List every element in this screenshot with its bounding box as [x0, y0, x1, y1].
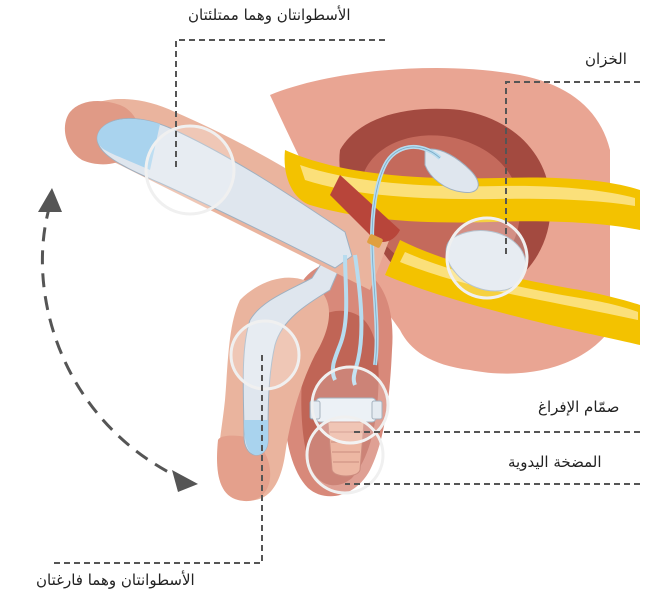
- motion-arrow: [42, 205, 180, 478]
- label-release-valve: صمّام الإفراغ: [538, 398, 619, 416]
- label-deflated-cylinders: الأسطوانتان وهما فارغتان: [36, 571, 195, 589]
- ring-pump: [307, 417, 383, 493]
- arrow-head-bottom: [172, 470, 198, 492]
- ring-inflated-cylinder: [146, 126, 234, 214]
- label-reservoir: الخزان: [585, 50, 627, 68]
- arrow-head-top: [38, 188, 62, 212]
- label-inflated-cylinders: الأسطوانتان وهما ممتلئتان: [188, 6, 351, 24]
- ring-deflated-cylinder: [231, 321, 299, 389]
- ring-reservoir: [447, 218, 527, 298]
- label-pump: المضخة اليدوية: [508, 453, 602, 471]
